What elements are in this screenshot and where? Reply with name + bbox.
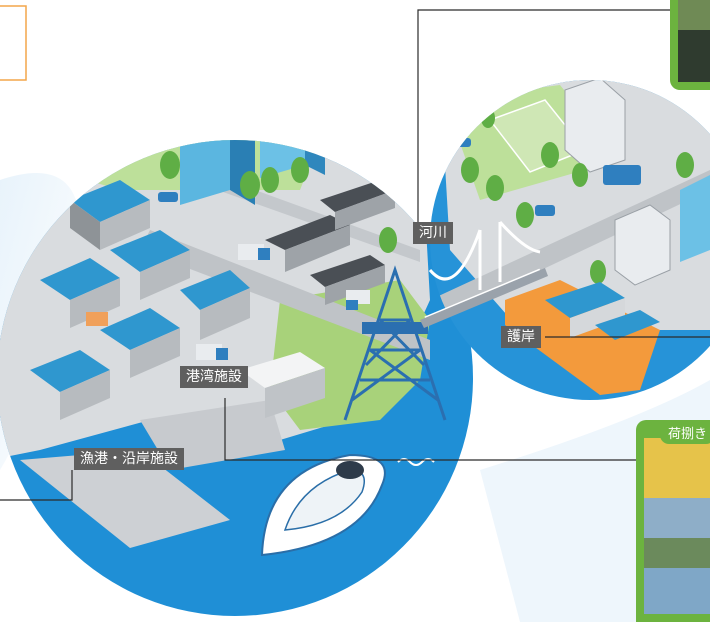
bus-icon xyxy=(603,165,641,185)
label-seawall: 護岸 xyxy=(501,326,541,348)
leader-lines xyxy=(0,9,710,501)
warehouse-icon xyxy=(265,180,395,305)
factory-buildings xyxy=(30,180,250,420)
road xyxy=(140,230,430,360)
photo-frame-bottom xyxy=(636,420,710,622)
truck-icon xyxy=(86,244,370,360)
orange-frame xyxy=(0,5,27,81)
car-icon xyxy=(158,192,178,202)
label-port-facilities: 港湾施設 xyxy=(180,366,248,388)
photo-caption: 荷捌き xyxy=(660,426,710,444)
ferry-ship-icon xyxy=(260,453,386,557)
port-terminal xyxy=(240,352,325,388)
label-river: 河川 xyxy=(413,222,453,244)
photo-frame-top xyxy=(670,0,710,90)
bridge-deck xyxy=(420,268,548,328)
label-fishing-port-coastal: 漁港・沿岸施設 xyxy=(74,448,184,470)
wave-mark xyxy=(397,458,435,466)
tower-platform xyxy=(362,322,428,334)
port-terminal xyxy=(265,368,325,418)
office-building-icon xyxy=(564,80,710,286)
transmission-tower-icon xyxy=(343,265,447,421)
warehouse-icon xyxy=(545,282,660,340)
